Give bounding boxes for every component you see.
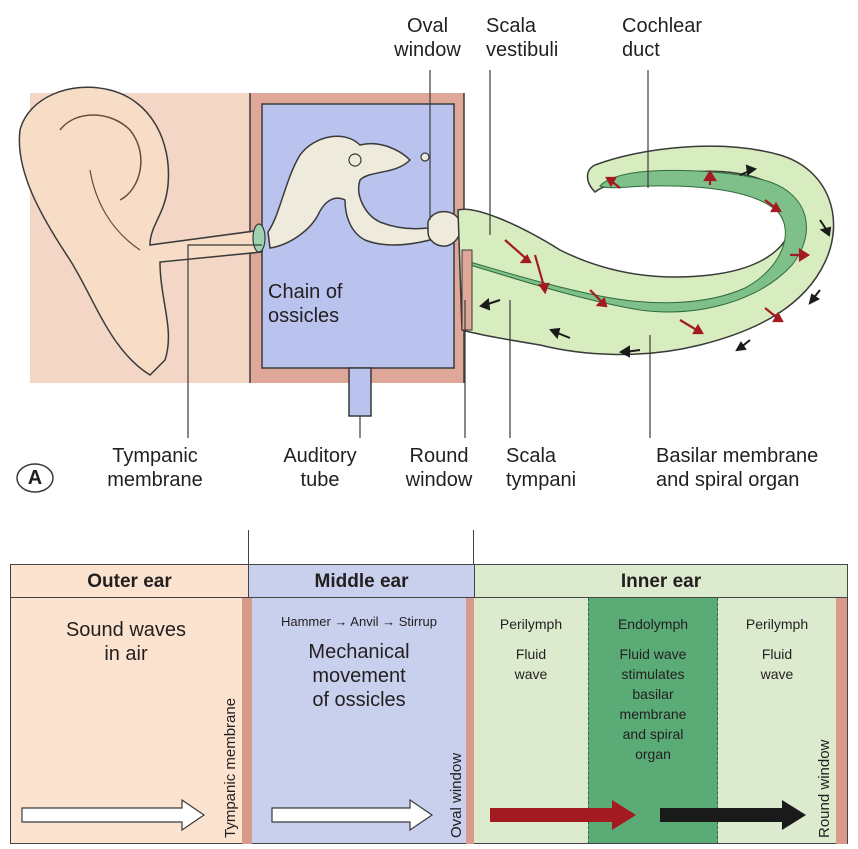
black-fluid-arrow [660,800,806,830]
panel-letter: A [27,467,43,489]
black-wave-arrows [479,164,832,358]
oval-window-strip [466,598,474,844]
pinna-shape [18,86,263,376]
red-fluid-arrow [490,800,636,830]
header-middle-ear: Middle ear [248,564,474,598]
middle-white-arrow [271,798,434,832]
endolymph-text: Endolymph Fluid wave stimulates basilar … [617,616,689,762]
endolymph-panel [588,598,718,844]
middle-ear-panel [252,598,466,844]
tympanic-membrane-strip [242,598,252,844]
round-window-strip [836,598,848,844]
ear-anatomy-diagram [16,70,835,493]
perilymph-left-text: Perilymph Fluid wave [499,616,563,682]
perilymph-right-text: Perilymph Fluid wave [745,616,809,682]
cochlea-shape [457,145,835,356]
red-wave-arrows [504,169,811,335]
header-outer-ear: Outer ear [10,564,248,598]
panel-letter-badge [16,463,54,493]
outer-white-arrow [21,798,206,832]
perilymph-left-panel [474,598,588,844]
ossicles-shape [267,135,431,249]
header-inner-ear: Inner ear [474,564,848,598]
cochlear-duct-shape [469,169,807,313]
outer-ear-panel [10,598,242,844]
ossicle-chain-text: Hammer → Anvil → Stirrup [280,614,438,629]
perilymph-right-panel [718,598,836,844]
